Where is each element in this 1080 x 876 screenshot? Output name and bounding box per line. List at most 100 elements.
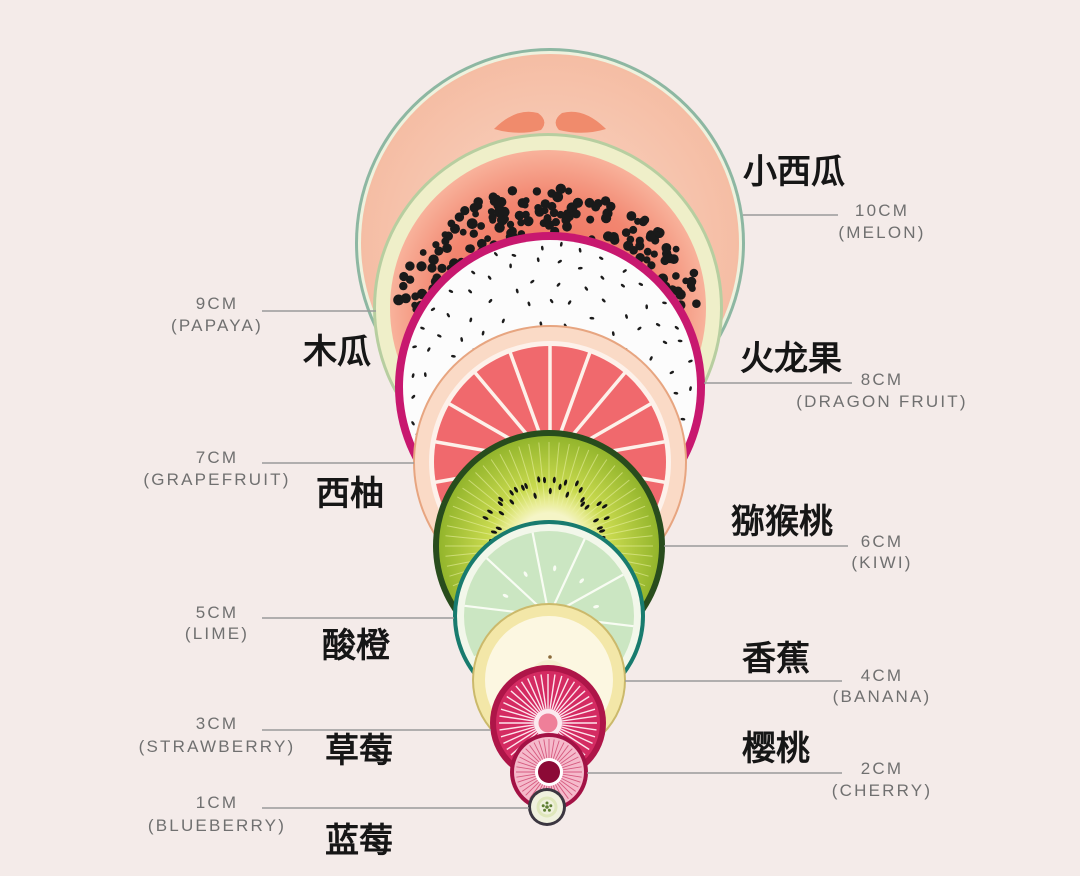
melon-label-en: (MELON) bbox=[838, 223, 925, 242]
kiwi-flesh-ray bbox=[538, 442, 546, 507]
papaya-seed bbox=[626, 211, 637, 221]
papaya-seed bbox=[428, 254, 439, 265]
cherry-flesh-ray bbox=[562, 773, 582, 778]
papaya-seed bbox=[621, 228, 631, 237]
kiwi-seed bbox=[521, 484, 525, 491]
strawberry-flesh-ray bbox=[500, 725, 537, 738]
papaya-seed bbox=[506, 220, 515, 229]
lime-seed bbox=[502, 593, 509, 598]
dragon-fruit-seed bbox=[557, 259, 562, 264]
strawberry-flesh-ray bbox=[555, 685, 581, 715]
dragon-fruit-seed bbox=[515, 288, 519, 294]
dragon-fruit-seed bbox=[673, 391, 679, 395]
papaya-seed bbox=[672, 245, 680, 253]
kiwi-flesh-ray bbox=[576, 472, 623, 519]
kiwi-flesh-ray bbox=[556, 443, 570, 507]
dragon-fruit-seed bbox=[539, 321, 543, 327]
papaya-seed bbox=[466, 218, 478, 230]
dragon-fruit-seed bbox=[677, 339, 683, 343]
papaya-seed bbox=[645, 232, 656, 242]
strawberry-flesh-ray bbox=[510, 690, 540, 716]
kiwi-seed bbox=[578, 487, 583, 493]
blueberry-star-point bbox=[547, 808, 551, 812]
papaya-seed bbox=[517, 198, 528, 208]
lime-seed bbox=[553, 565, 557, 572]
papaya-seed bbox=[523, 216, 534, 227]
banana-size: 4CM bbox=[861, 666, 904, 685]
papaya-seed bbox=[437, 263, 447, 273]
papaya-seed bbox=[419, 249, 427, 256]
cherry-flesh-ray bbox=[560, 752, 576, 765]
cherry-flesh-ray bbox=[556, 745, 569, 761]
papaya-seed bbox=[565, 187, 573, 195]
papaya-seed bbox=[474, 202, 483, 210]
cherry-pit bbox=[538, 761, 560, 783]
dragon-fruit-seed bbox=[622, 269, 627, 273]
papaya-seed bbox=[650, 250, 658, 258]
strawberry-flesh-ray bbox=[506, 695, 539, 718]
dragon-fruit-label-zh: 火龙果 bbox=[740, 339, 842, 379]
strawberry-flesh-ray bbox=[549, 674, 556, 712]
papaya-seed bbox=[586, 215, 595, 224]
dragon-fruit-seed bbox=[468, 289, 473, 294]
papaya-seed bbox=[477, 222, 485, 230]
papaya-seed bbox=[447, 219, 456, 228]
dragon-fruit-seed bbox=[412, 345, 417, 349]
cherry-label-zh: 樱桃 bbox=[742, 729, 810, 769]
lime-segment-divider bbox=[531, 532, 551, 617]
kiwi-seed bbox=[482, 516, 489, 520]
papaya-seed bbox=[441, 237, 450, 246]
cherry-flesh-ray bbox=[562, 766, 582, 771]
strawberry-flesh-ray bbox=[559, 725, 596, 738]
dragon-fruit-seed bbox=[577, 266, 583, 270]
kiwi-seed bbox=[524, 482, 528, 490]
papaya-seed bbox=[484, 235, 491, 243]
papaya-seed bbox=[494, 206, 505, 218]
dragon-fruit-seed bbox=[578, 247, 582, 253]
papaya-seed bbox=[656, 230, 664, 238]
dragon-fruit-seed bbox=[427, 347, 431, 352]
blueberry-label-en: (BLUEBERRY) bbox=[148, 816, 286, 835]
papaya-seed bbox=[626, 235, 635, 244]
dragon-fruit-seed bbox=[589, 316, 595, 320]
strawberry-flesh-ray bbox=[503, 727, 538, 744]
dragon-fruit-seed bbox=[540, 245, 544, 251]
papaya-seed bbox=[555, 183, 566, 194]
strawberry-flesh-ray bbox=[553, 681, 576, 714]
cherry-flesh-ray bbox=[516, 766, 536, 771]
papaya-seed bbox=[488, 213, 497, 222]
banana-label-zh: 香蕉 bbox=[742, 639, 810, 679]
dragon-fruit-seed bbox=[509, 263, 512, 269]
strawberry-flesh-ray bbox=[558, 727, 593, 744]
strawberry-flesh-ray bbox=[503, 702, 538, 719]
papaya-label-zh: 木瓜 bbox=[302, 332, 371, 372]
dragon-fruit-seed bbox=[420, 326, 425, 330]
kiwi-flesh-ray bbox=[563, 449, 590, 510]
dragon-fruit-seed bbox=[469, 317, 473, 323]
kiwi-seed bbox=[603, 516, 610, 521]
strawberry-flesh-ray bbox=[550, 675, 563, 712]
cherry-flesh-ray bbox=[533, 742, 544, 760]
cherry-flesh-ray bbox=[561, 777, 579, 788]
kiwi-flesh-ray bbox=[457, 496, 514, 528]
papaya-seed bbox=[552, 191, 564, 203]
strawberry-flesh-ray bbox=[527, 678, 544, 713]
papaya-seed bbox=[441, 231, 449, 239]
kiwi-flesh-ray bbox=[508, 449, 535, 510]
kiwi-flesh-ray bbox=[585, 505, 646, 532]
cherry-size: 2CM bbox=[861, 759, 904, 778]
papaya-seed bbox=[488, 192, 498, 202]
cherry-flesh-ray bbox=[525, 748, 540, 763]
papaya-seed bbox=[477, 238, 487, 249]
kiwi-seed bbox=[487, 509, 493, 514]
dragon-fruit-seed bbox=[511, 253, 517, 257]
dragon-fruit-seed bbox=[536, 257, 540, 263]
kiwi-flesh-ray bbox=[579, 479, 630, 522]
lime-label-zh: 酸橙 bbox=[322, 626, 391, 666]
dragon-fruit-seed bbox=[494, 252, 498, 257]
kiwi-flesh-ray bbox=[552, 442, 560, 507]
kiwi-seed bbox=[593, 518, 599, 523]
papaya-seed bbox=[534, 204, 542, 212]
cherry-flesh-ray bbox=[561, 756, 579, 767]
strawberry-flesh-ray bbox=[515, 685, 541, 715]
